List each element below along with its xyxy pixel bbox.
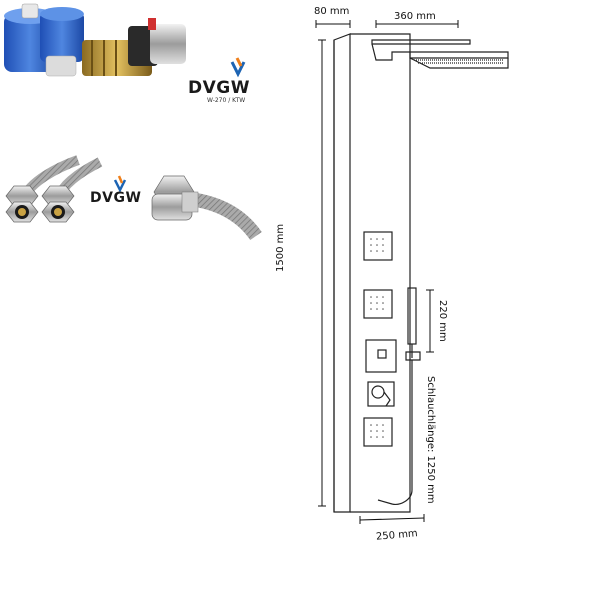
shower-hose (377, 360, 413, 505)
dvgw-logo-icon (230, 57, 246, 78)
jet-nozzles (370, 238, 384, 438)
thermostat-cartridge-image (82, 18, 186, 76)
control-block (365, 339, 397, 373)
dimension-height: 1500 mm (275, 223, 286, 272)
dimension-depth: 80 mm (314, 6, 350, 17)
dvgw-logo-text: DVGW (188, 78, 250, 98)
panel-body (333, 33, 351, 513)
mixer-block (367, 381, 395, 407)
body-jet-3 (363, 417, 393, 447)
body-jet-1 (363, 231, 393, 261)
dimension-head-width: 360 mm (394, 11, 436, 22)
dvgw-logo-icon-secondary (113, 175, 127, 193)
connection-hoses-image (5, 155, 103, 223)
dimension-hose-length: Schlauchlänge: 1250 mm (425, 376, 436, 504)
dvgw-logo-text-secondary: DVGW (90, 190, 142, 206)
shower-panel-drawing (333, 33, 509, 513)
dimension-handshower-height: 220 mm (437, 300, 448, 342)
rain-shower-head (371, 39, 471, 45)
ceramic-cartridge-image (4, 3, 84, 77)
hose-nut-image (151, 175, 262, 241)
hand-shower (407, 287, 417, 345)
dvgw-logo-subtext: W-270 / KTW (207, 97, 246, 104)
body-jet-2 (363, 289, 393, 319)
dimension-lines (315, 20, 459, 524)
